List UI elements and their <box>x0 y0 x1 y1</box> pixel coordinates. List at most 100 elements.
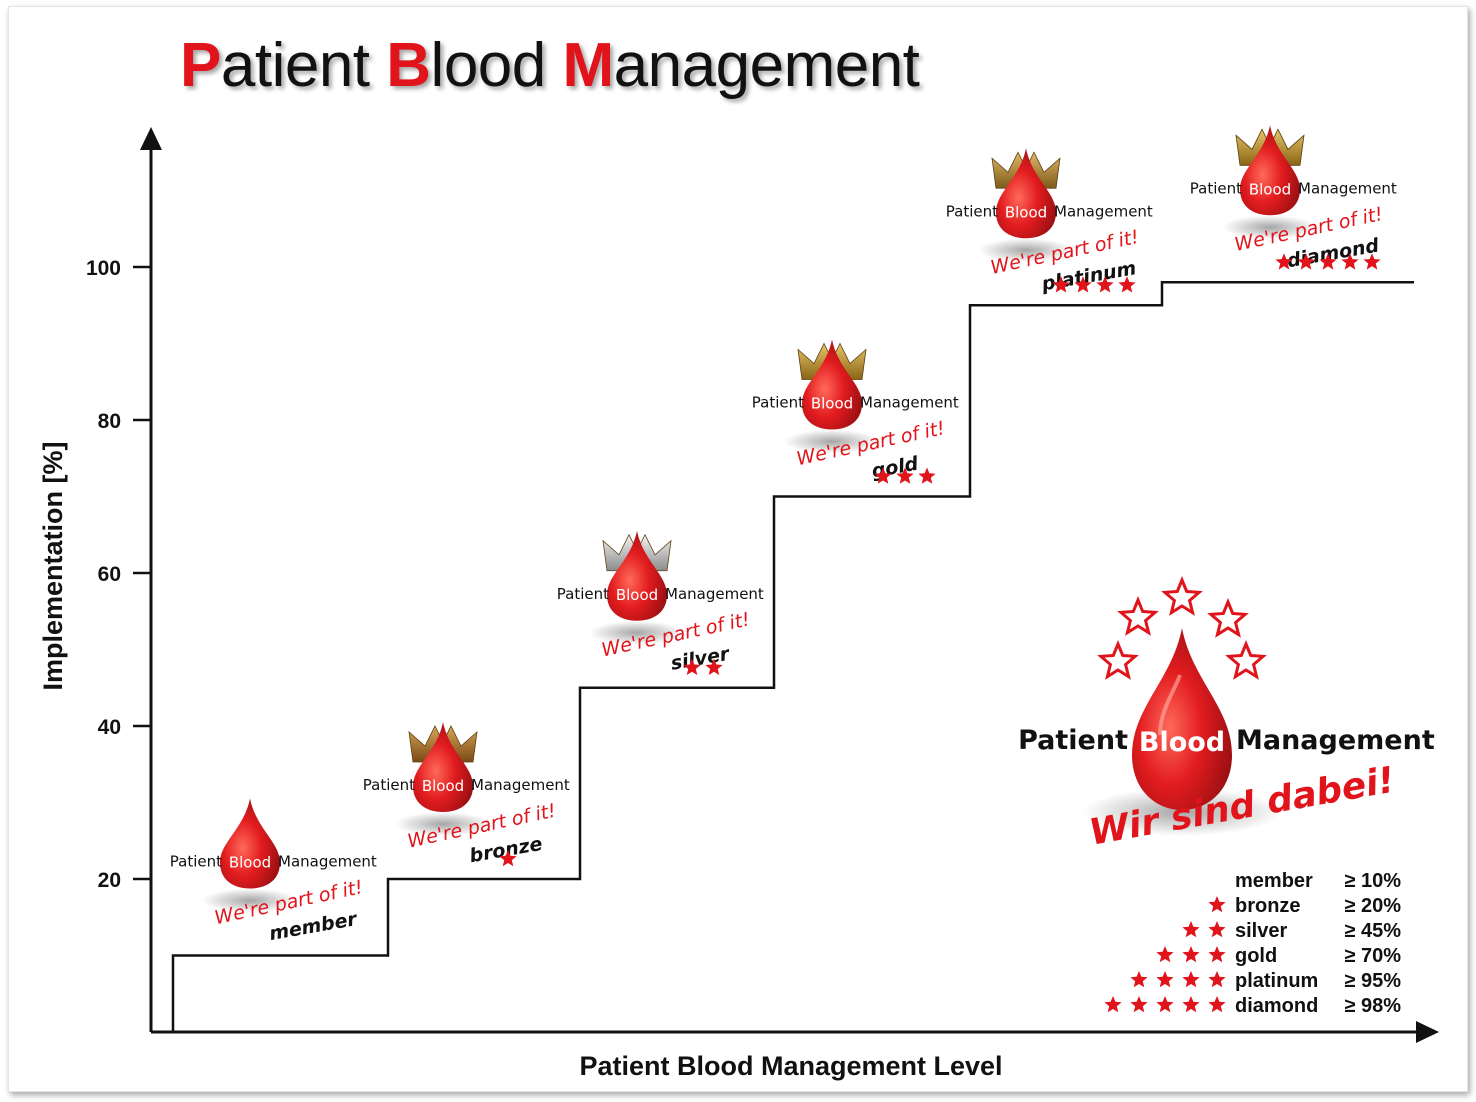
big-logo-word-patient: Patient <box>1018 725 1128 756</box>
big-blood-drop-icon <box>1132 628 1232 810</box>
legend-threshold: ≥ 45% <box>1344 920 1401 942</box>
blood-drop-icon <box>1240 125 1300 216</box>
star-icon <box>1130 996 1148 1013</box>
star-icon <box>1208 971 1226 988</box>
title-initial-p: P <box>180 31 221 100</box>
star-icon <box>1104 996 1122 1013</box>
big-drop-shadow <box>1082 788 1282 836</box>
badge-drop-shadow <box>202 888 298 913</box>
legend-row: bronze ≥ 20% <box>1208 895 1401 917</box>
y-tick-label: 60 <box>98 563 121 586</box>
big-logo-slogan: Wir sind dabei! <box>1086 760 1397 854</box>
star-icon <box>918 467 936 484</box>
star-icon <box>1319 253 1337 270</box>
title-word-patient: atient <box>220 31 387 100</box>
star-icon <box>1156 946 1174 963</box>
star-icon <box>683 658 701 675</box>
badge-word-blood: Blood <box>229 854 271 872</box>
badge-word-patient: Patient <box>363 776 415 794</box>
badge-drop-shadow <box>784 429 880 454</box>
legend-threshold: ≥ 95% <box>1344 970 1401 992</box>
outline-star-icon <box>1161 576 1203 616</box>
star-icon <box>1156 996 1174 1013</box>
big-logo-word-blood: Blood <box>1139 727 1225 758</box>
legend-level: member <box>1235 870 1313 892</box>
y-tick-label: 20 <box>98 869 121 892</box>
blood-drop-icon <box>996 148 1056 239</box>
big-drop-highlight <box>1158 674 1182 736</box>
badge-word-blood: Blood <box>1249 180 1291 198</box>
badge-word-blood: Blood <box>1005 203 1047 221</box>
badge-drop-shadow <box>395 812 491 836</box>
star-icon <box>1363 253 1381 270</box>
big-logo-word-management: Management <box>1236 725 1435 756</box>
badge-word-patient: Patient <box>1190 179 1242 197</box>
outline-star-icon <box>1207 598 1249 638</box>
star-icon <box>1130 971 1148 988</box>
star-icon <box>1297 253 1315 270</box>
star-icon <box>1208 896 1226 913</box>
badge-word-patient: Patient <box>752 394 804 412</box>
title-initial-m: M <box>562 31 615 100</box>
star-icon <box>1182 971 1200 988</box>
star-icon <box>1208 921 1226 938</box>
outline-star-icon <box>1097 640 1139 680</box>
level-legend: member ≥ 10% bronze ≥ 20% silver ≥ 45% gold≥ 7… <box>1104 870 1401 1017</box>
badge-drop-shadow <box>589 620 685 645</box>
y-tick-label: 40 <box>98 716 121 739</box>
badge-drop-shadow <box>978 238 1074 263</box>
outline-star-icon <box>1225 640 1267 680</box>
legend-threshold: ≥ 10% <box>1344 870 1401 892</box>
legend-threshold: ≥ 20% <box>1344 895 1401 917</box>
star-icon <box>499 850 517 867</box>
star-icon <box>874 467 892 484</box>
badge-word-blood: Blood <box>811 395 853 413</box>
star-icon <box>1118 276 1136 293</box>
badge-word-patient: Patient <box>170 853 222 871</box>
blood-drop-icon <box>802 339 862 430</box>
legend-threshold: ≥ 98% <box>1344 995 1401 1017</box>
legend-row: platinum ≥ 95% <box>1130 970 1401 992</box>
level-star-ratings <box>499 253 1381 867</box>
x-axis-title: Patient Blood Management Level <box>579 1051 1002 1081</box>
badge-drop-shadow <box>1222 215 1318 240</box>
legend-level: bronze <box>1235 895 1301 917</box>
star-icon <box>1208 946 1226 963</box>
legend-level: silver <box>1235 920 1287 942</box>
big-pbm-logo: Patient Blood Management Wir sind dabei! <box>1018 576 1435 854</box>
badge-word-management: Management <box>860 394 959 412</box>
badge-word-management: Management <box>1054 202 1153 220</box>
legend-row: gold≥ 70% <box>1156 945 1401 967</box>
y-axis-arrow-icon <box>140 127 162 150</box>
star-icon <box>1275 253 1293 270</box>
badge-word-blood: Blood <box>616 586 658 604</box>
legend-row: diamond≥ 98% <box>1104 995 1401 1017</box>
star-icon <box>1074 276 1092 293</box>
badge-word-management: Management <box>1298 179 1397 197</box>
badge-word-management: Management <box>278 853 377 871</box>
star-icon <box>896 467 914 484</box>
star-icon <box>705 658 723 675</box>
star-icon <box>1208 996 1226 1013</box>
badge-word-management: Management <box>665 585 764 603</box>
y-tick-label: 100 <box>86 257 121 280</box>
legend-row: member ≥ 10% <box>1235 870 1401 892</box>
y-tick-label: 80 <box>98 410 121 433</box>
star-icon <box>1182 921 1200 938</box>
badge-word-management: Management <box>471 776 570 794</box>
blood-drop-icon <box>607 530 667 621</box>
star-icon <box>1341 253 1359 270</box>
big-logo-star-ring <box>1097 576 1267 680</box>
blood-drop-icon <box>220 798 280 889</box>
implementation-step-line <box>171 281 1414 1032</box>
axes <box>140 127 1439 1043</box>
legend-level: platinum <box>1235 970 1318 992</box>
title-word-blood: lood <box>430 31 563 100</box>
